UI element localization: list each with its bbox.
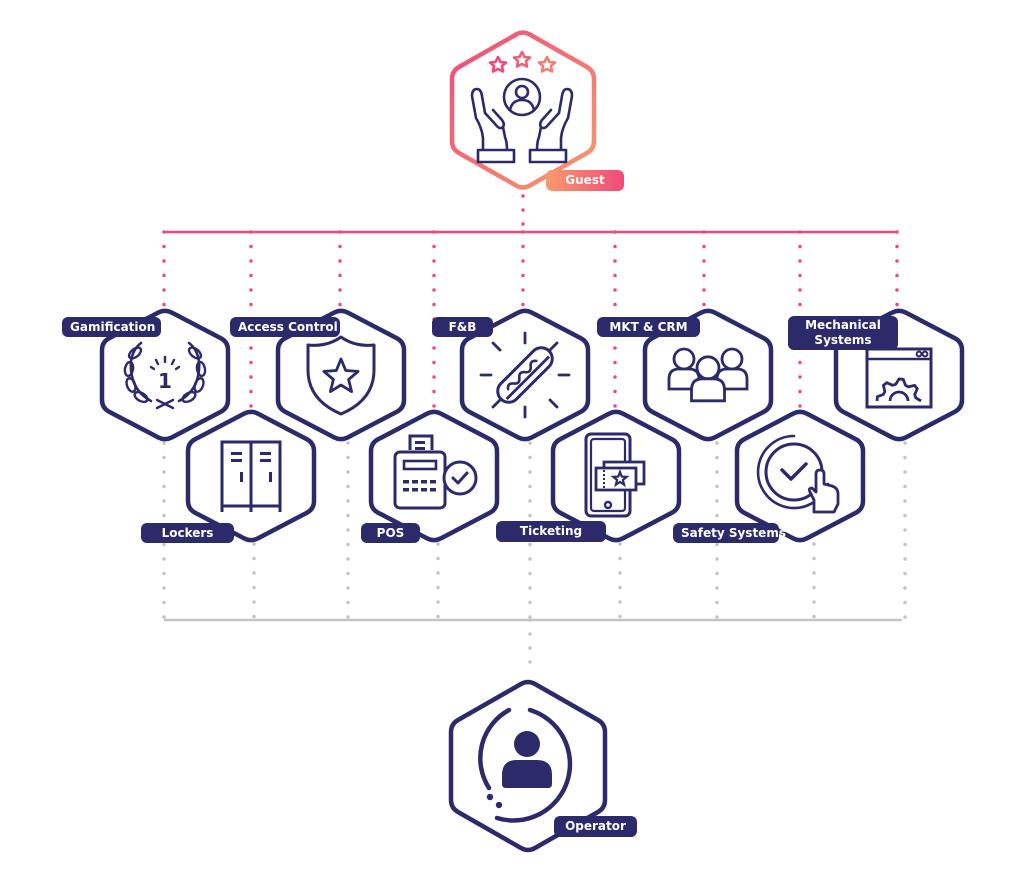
safety-systems-node[interactable] [734,409,866,543]
lockers-label: Lockers [141,523,234,543]
access-control-hexagon [275,308,407,442]
star-icon [537,55,557,73]
hot-dog-icon [479,331,571,419]
mechanical-systems-label: Mechanical Systems [788,316,898,350]
safety-systems-label: Safety Systems [673,523,786,543]
gamification-hexagon [99,308,231,442]
ticketing-node[interactable] [550,409,682,543]
mkt-crm-node[interactable] [642,308,774,442]
access-control-label: Access Control [230,317,340,337]
gamification-digit: 1 [158,369,172,393]
locker-icon [220,440,282,512]
gamification-label: Gamification [62,317,161,337]
star-icon [512,50,532,68]
mechanical-systems-label-line-2: Systems [814,333,872,347]
gamification-node[interactable]: 1 [99,308,231,442]
user-in-circle-icon [478,707,573,823]
guest-node[interactable] [449,30,597,190]
system-nodes: 1 [99,308,965,543]
shield-star-icon [306,335,376,416]
cash-register-check-icon [393,434,478,510]
user-group-icon [667,347,749,403]
fnb-node[interactable] [459,308,591,442]
user-ring [502,77,542,117]
user-body [502,760,552,788]
access-control-node[interactable] [275,308,407,442]
operator-node[interactable] [448,679,608,853]
browser-gear-icon [865,347,933,409]
hands-holding-user-with-stars-icon [470,50,574,164]
star-icon [488,55,508,73]
ticketing-label: Ticketing [496,521,606,542]
mkt-crm-label: MKT & CRM [597,317,700,337]
mechanical-systems-label-line-1: Mechanical [805,318,881,332]
operator-label: Operator [554,816,637,837]
left-hand [470,87,516,164]
pos-hexagon [368,409,500,543]
pos-label: POS [361,523,420,543]
user-head [514,731,540,757]
right-hand [528,87,574,164]
pos-node[interactable] [368,409,500,543]
lockers-node[interactable] [185,409,317,543]
phone-ticket-icon [584,432,646,518]
check-circle-touch-icon [756,434,840,514]
safety-systems-hexagon [734,409,866,543]
laurel-wreath-number-one-icon: 1 [123,341,207,410]
guest-label: Guest [546,170,624,191]
fnb-label: F&B [432,317,493,337]
